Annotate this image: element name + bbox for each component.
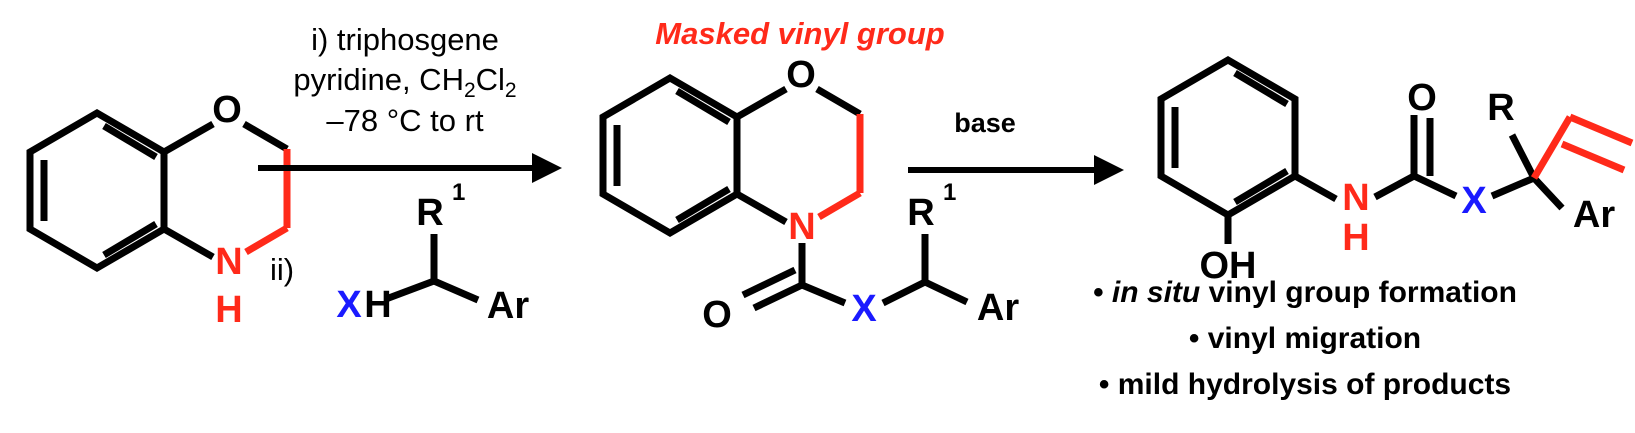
arrow-2-head: [1094, 155, 1124, 185]
bullet-marker-2: •: [1188, 322, 1200, 355]
atom-label-r1-sup-int: 1: [943, 179, 956, 206]
bond-o-ch2-sm: [242, 120, 289, 153]
atom-label-h-prod: H: [1342, 217, 1369, 259]
atom-label-ar-prod: Ar: [1573, 194, 1615, 236]
atom-label-o-sm: O: [212, 89, 242, 131]
atom-label-r-prod: R: [1487, 87, 1514, 129]
bond-c-n-prod: [1293, 172, 1338, 203]
arrow-1-head: [532, 153, 562, 183]
bullet-rest-3: mild hydrolysis of products: [1117, 368, 1512, 401]
bond-carbonyl-x-prod: [1412, 172, 1458, 200]
conditions-sub-1: 2: [463, 79, 476, 103]
feature-bullet-3: • mild hydrolysis of products: [1099, 370, 1511, 400]
base-condition-label: base: [954, 108, 1016, 138]
bond-ch-ar-reagent: [432, 277, 480, 304]
bond-n-carbonyl-prod: [1373, 172, 1416, 201]
atom-label-o-carbonyl-prod: O: [1407, 77, 1437, 119]
atom-label-ar-int: Ar: [977, 287, 1019, 329]
bond-vinyl-double-prod-a: [1568, 113, 1634, 147]
feature-bullet-1: • in situ vinyl group formation: [1093, 278, 1517, 308]
atom-label-x-int: X: [851, 288, 877, 330]
bullet-rest-1: vinyl group formation: [1200, 276, 1517, 309]
bond-ch-xh-reagent: [384, 277, 436, 303]
atom-label-n-sm: N: [215, 241, 242, 283]
atom-label-ar-reagent: Ar: [487, 285, 529, 327]
step-ii-label: ii): [270, 252, 295, 287]
bond-x-cq-prod: [1490, 174, 1536, 200]
bond-cq-ar-prod: [1531, 175, 1565, 211]
bond-c-o-double-int-b: [741, 266, 797, 299]
bond-c-n-int: [735, 190, 788, 226]
conditions-sub-2: 2: [504, 79, 517, 103]
bullet-rest-2: vinyl migration: [1207, 322, 1422, 355]
bond-ch-ar-int: [923, 278, 969, 306]
bond-vinyl-double-prod-b: [1560, 140, 1626, 174]
atom-label-r1-reagent: R: [416, 192, 443, 234]
conditions-line-2-mid: Cl: [475, 62, 505, 97]
conditions-line-1: i) triphosgene: [311, 22, 499, 57]
atom-label-oh-prod: OH: [1200, 245, 1257, 287]
bullet-marker-1: •: [1093, 276, 1104, 309]
atom-label-o-carbonyl-int: O: [702, 294, 732, 336]
bond-o-ch2-int: [815, 85, 862, 118]
bond-cq-vinyl-prod: [1530, 115, 1574, 180]
benzene-inner-bond-sm-3: [102, 220, 158, 259]
atom-label-n-prod: N: [1342, 177, 1369, 219]
bond-ch2-n-sm: [244, 224, 289, 256]
atom-label-n-int: N: [788, 206, 815, 248]
bond-c-o-int: [735, 85, 788, 121]
benzene-inner-bond-prod-2: [1233, 69, 1289, 108]
conditions-line-3: –78 °C to rt: [326, 103, 484, 138]
atom-label-h-sm: H: [215, 289, 242, 331]
benzene-inner-bond-int-3: [675, 185, 731, 224]
bond-c-o-double-int-a: [752, 281, 804, 312]
atom-label-h-reagent: H: [364, 284, 391, 326]
bond-x-ch-int: [881, 278, 927, 307]
atom-label-x-reagent: X: [336, 284, 362, 326]
atom-label-x-prod: X: [1461, 180, 1487, 222]
atom-label-r1-int: R: [907, 192, 934, 234]
benzene-inner-bond-sm-2: [102, 122, 158, 161]
bond-c-o-sm: [162, 120, 215, 156]
feature-bullet-2: • vinyl migration: [1189, 324, 1421, 354]
benzene-inner-bond-int-2: [675, 87, 731, 126]
bond-c-n-sm: [162, 225, 215, 261]
bond-carbonyl-x-int: [800, 281, 847, 307]
conditions-line-2-text: pyridine, CH: [293, 62, 464, 97]
bond-ch2-n-int: [817, 189, 862, 221]
conditions-line-2: pyridine, CH2Cl2: [293, 62, 516, 103]
atom-label-o-ring-int: O: [786, 54, 816, 96]
benzene-inner-bond-prod-3: [1233, 167, 1289, 206]
masked-vinyl-group-label: Masked vinyl group: [655, 16, 945, 51]
atom-label-r1-sup-reagent: 1: [452, 179, 465, 206]
bullet-marker-3: •: [1098, 368, 1110, 401]
bullet-italic-1: in situ: [1111, 276, 1201, 309]
bond-cq-r-prod: [1508, 133, 1538, 180]
benzene-ring-prod: [1157, 55, 1299, 220]
